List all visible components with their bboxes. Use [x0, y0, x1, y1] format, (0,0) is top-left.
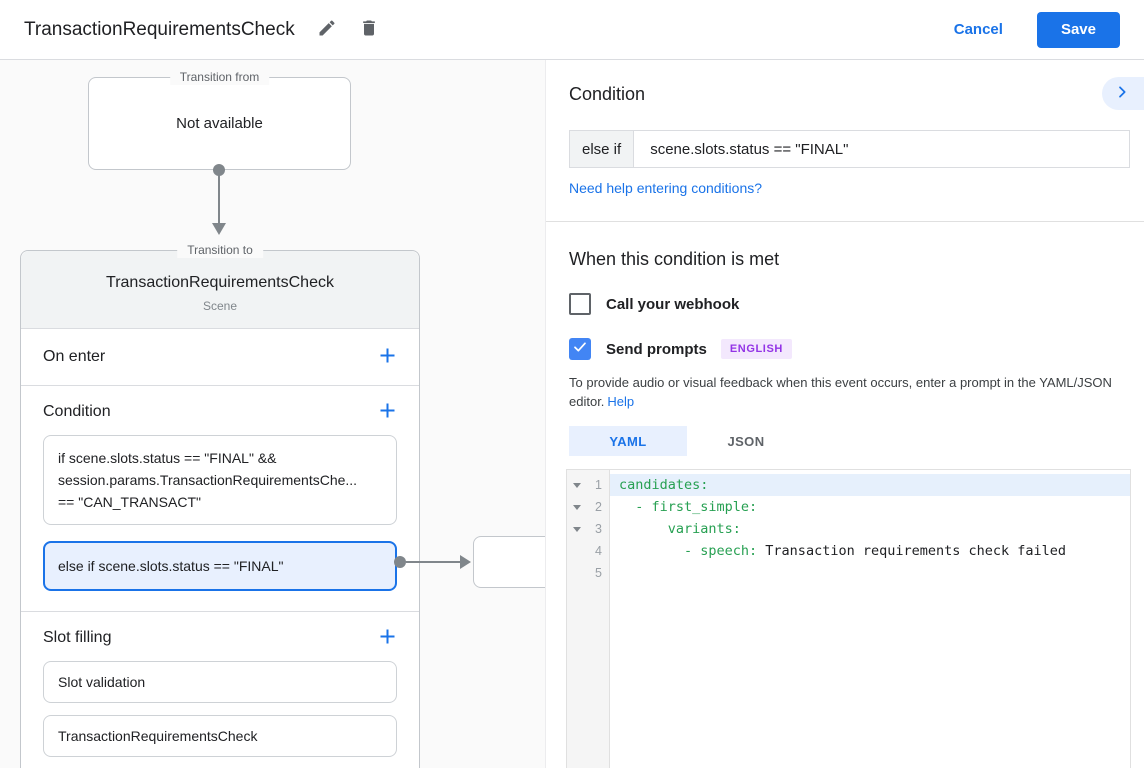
condition-item-selected[interactable]: else if scene.slots.status == "FINAL" — [43, 541, 397, 591]
fold-arrow-icon[interactable] — [573, 505, 581, 510]
connector-line-right — [406, 561, 462, 563]
conditions-help-link[interactable]: Need help entering conditions? — [569, 180, 762, 196]
transition-from-content: Not available — [176, 115, 263, 132]
checkmark-icon — [572, 339, 588, 360]
connector-dot-right — [394, 556, 406, 568]
yaml-value: Transaction requirements check failed — [757, 543, 1066, 559]
add-condition-button[interactable] — [378, 401, 397, 423]
panel-condition-section: Condition else if scene.slots.status == … — [546, 60, 1144, 222]
editor-code-area[interactable]: candidates: - first_simple: variants: - … — [610, 470, 1130, 768]
panel-title: Condition — [569, 84, 1130, 105]
scene-card-title: TransactionRequirementsCheck — [31, 274, 409, 292]
condition-item[interactable]: if scene.slots.status == "FINAL" && sess… — [43, 435, 397, 525]
code-line[interactable]: variants: — [610, 518, 1130, 540]
connector-line-down — [218, 170, 220, 223]
editor-gutter: 1 2 3 4 5 — [567, 470, 610, 768]
prompts-description-text: To provide audio or visual feedback when… — [569, 375, 1112, 409]
scene-card-subtitle: Scene — [31, 299, 409, 313]
detail-panel: Condition else if scene.slots.status == … — [545, 60, 1144, 768]
scene-card-header: TransactionRequirementsCheck Scene — [21, 251, 419, 329]
on-enter-row: On enter — [21, 329, 419, 386]
slot-filling-label: Slot filling — [43, 629, 111, 647]
add-on-enter-button[interactable] — [378, 346, 397, 368]
send-prompts-checkbox[interactable] — [569, 338, 591, 360]
page-title: TransactionRequirementsCheck — [24, 19, 295, 41]
yaml-key: - first_simple: — [619, 499, 757, 515]
slot-item[interactable]: TransactionRequirementsCheck — [43, 715, 397, 757]
condition-value-input[interactable]: scene.slots.status == "FINAL" — [634, 131, 1129, 167]
line-number: 4 — [595, 544, 602, 558]
plus-icon — [378, 346, 397, 368]
transition-from-legend: Transition from — [170, 70, 270, 85]
transition-to-legend: Transition to — [177, 243, 263, 258]
editor-tabs: YAML JSON — [569, 426, 1130, 456]
edit-scene-button[interactable] — [317, 18, 337, 41]
condition-section: Condition if scene.slots.status == "FINA… — [21, 386, 419, 612]
delete-scene-button[interactable] — [359, 18, 379, 41]
webhook-label: Call your webhook — [606, 296, 739, 313]
code-line[interactable]: - speech: Transaction requirements check… — [610, 540, 1130, 562]
webhook-checkbox[interactable] — [569, 293, 591, 315]
language-badge: ENGLISH — [721, 339, 792, 359]
pencil-icon — [317, 18, 337, 41]
plus-icon — [378, 401, 397, 423]
top-bar: TransactionRequirementsCheck Cancel Save — [0, 0, 1144, 60]
tab-yaml[interactable]: YAML — [569, 426, 687, 456]
collapse-panel-button[interactable] — [1102, 77, 1144, 110]
condition-prefix: else if — [570, 131, 634, 167]
send-prompts-row[interactable]: Send prompts ENGLISH — [569, 338, 1130, 360]
when-met-title: When this condition is met — [569, 249, 1130, 270]
line-number: 1 — [595, 478, 602, 492]
prompts-description: To provide audio or visual feedback when… — [569, 373, 1130, 411]
condition-section-label: Condition — [43, 403, 111, 421]
fold-arrow-icon[interactable] — [573, 483, 581, 488]
flow-canvas: Transition from Not available Transition… — [0, 60, 545, 768]
chevron-right-icon — [1114, 84, 1130, 103]
code-line[interactable] — [610, 562, 1130, 584]
send-prompts-label: Send prompts — [606, 341, 707, 358]
line-number: 2 — [595, 500, 602, 514]
cancel-button[interactable]: Cancel — [954, 21, 1003, 38]
yaml-key: variants: — [619, 521, 741, 537]
webhook-row[interactable]: Call your webhook — [569, 293, 1130, 315]
transition-target-box[interactable] — [473, 536, 545, 588]
when-met-section: When this condition is met Call your web… — [546, 222, 1144, 768]
yaml-key: - speech: — [619, 543, 757, 559]
tab-json[interactable]: JSON — [687, 426, 805, 456]
trash-icon — [359, 18, 379, 41]
code-line[interactable]: - first_simple: — [610, 496, 1130, 518]
help-link[interactable]: Help — [607, 394, 634, 409]
transition-from-box: Transition from Not available — [88, 77, 351, 170]
condition-input: else if scene.slots.status == "FINAL" — [569, 130, 1130, 168]
scene-card: Transition to TransactionRequirementsChe… — [20, 250, 420, 768]
yaml-key: candidates: — [619, 477, 708, 493]
line-number: 3 — [595, 522, 602, 536]
yaml-editor[interactable]: 1 2 3 4 5 candidates: - first_simple: va… — [566, 469, 1131, 768]
slot-filling-section: Slot filling Slot validation Transaction… — [21, 612, 419, 768]
connector-arrowhead-down-icon — [212, 223, 226, 235]
main-area: Transition from Not available Transition… — [0, 60, 1144, 768]
add-slot-button[interactable] — [378, 627, 397, 649]
fold-arrow-icon[interactable] — [573, 527, 581, 532]
save-button[interactable]: Save — [1037, 12, 1120, 48]
line-number: 5 — [595, 566, 602, 580]
connector-arrowhead-right-icon — [460, 555, 471, 569]
on-enter-label: On enter — [43, 348, 105, 366]
slot-item[interactable]: Slot validation — [43, 661, 397, 703]
code-line[interactable]: candidates: — [610, 474, 1130, 496]
plus-icon — [378, 627, 397, 649]
